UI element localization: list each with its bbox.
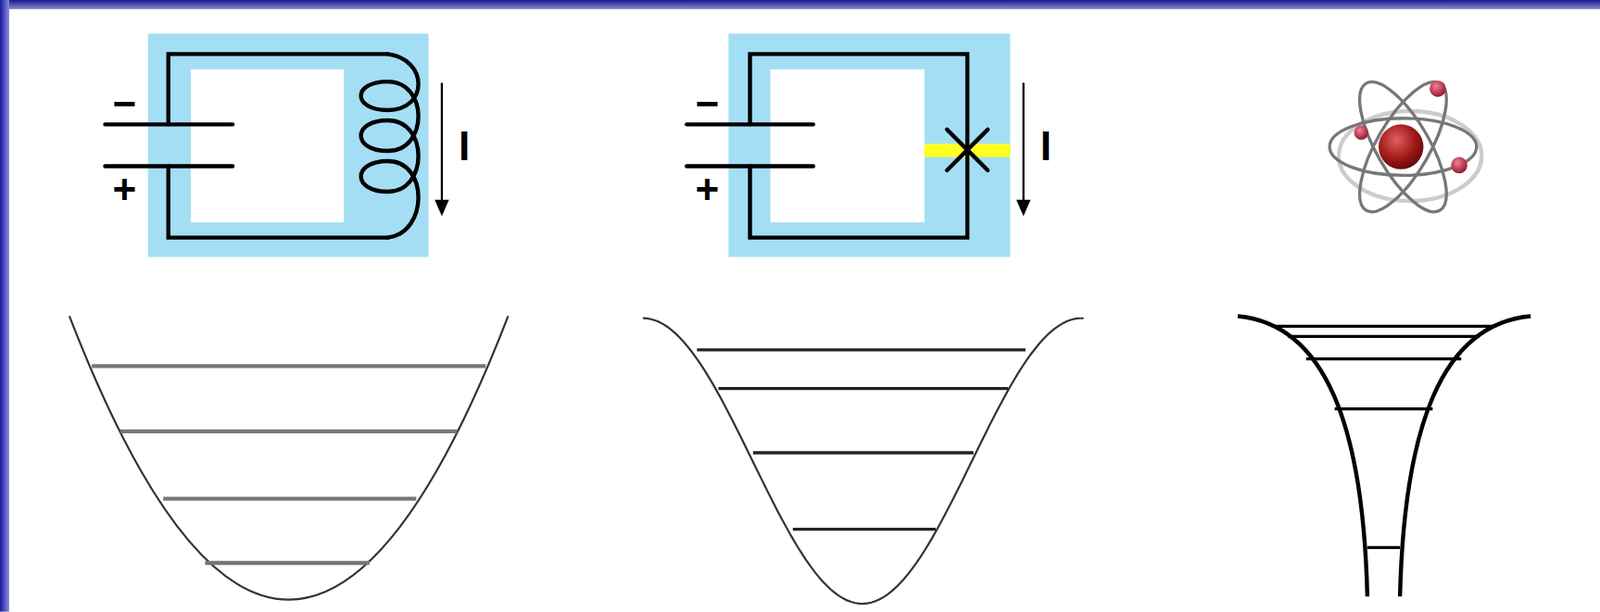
frame-top — [0, 0, 1600, 10]
josephson-potential — [642, 318, 1084, 605]
coulomb-potential — [1237, 315, 1531, 597]
josephson-circuit — [686, 33, 1031, 257]
frame-left — [0, 0, 10, 612]
current-label: I — [458, 125, 470, 166]
harmonic-potential — [69, 315, 509, 600]
polarity-sign: − — [113, 82, 138, 124]
polarity-sign: − — [694, 82, 719, 124]
polarity-sign: + — [113, 169, 138, 211]
polarity-sign: + — [694, 169, 719, 211]
atom-icon — [1329, 70, 1482, 225]
lc-circuit — [104, 33, 449, 257]
current-label: I — [1040, 125, 1052, 166]
